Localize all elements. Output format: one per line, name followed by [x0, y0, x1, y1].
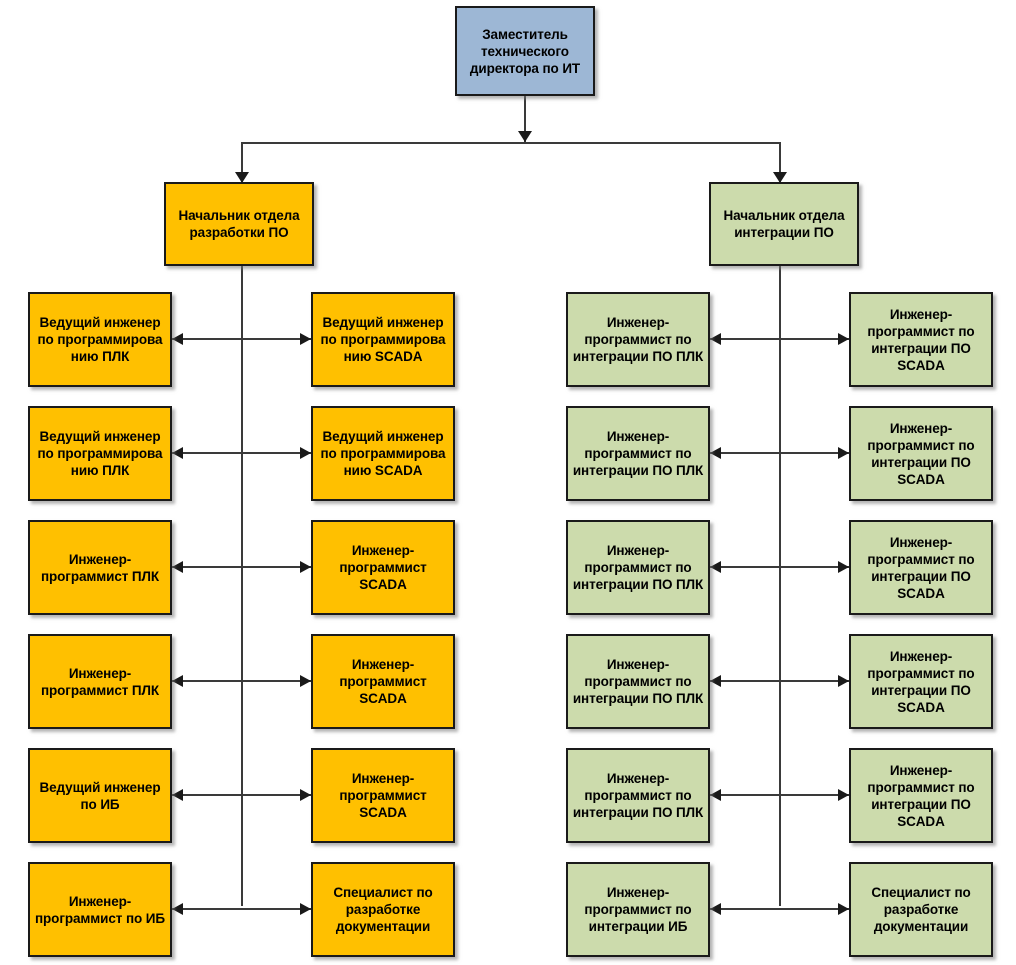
- connector-dev-row5: [172, 794, 311, 796]
- node-label: Инженер-программист по интеграции ПО SCA…: [867, 420, 975, 487]
- arrow-left-int-row2: [710, 447, 721, 459]
- node-label: Инженер-программист по интеграции ИБ: [584, 885, 692, 934]
- arrow-right-int-row4: [838, 675, 849, 687]
- arrow-down-right: [773, 172, 787, 183]
- connector-dev-row2: [172, 452, 311, 454]
- connector-drop-right: [779, 142, 781, 182]
- node-dev-row2-left[interactable]: Ведущий инженер по программирова нию ПЛК: [28, 406, 172, 501]
- node-label: Инженер-программист по интеграции ПО SCA…: [867, 648, 975, 715]
- arrow-left-int-row4: [710, 675, 721, 687]
- arrow-right-int-row1: [838, 333, 849, 345]
- node-label: Ведущий инженер по ИБ: [39, 779, 161, 812]
- spine-development: [241, 266, 243, 906]
- arrow-right-dev-row6: [300, 903, 311, 915]
- arrow-left-dev-row2: [172, 447, 183, 459]
- node-dev-row5-right[interactable]: Инженер-программист SCADA: [311, 748, 455, 843]
- arrow-left-int-row6: [710, 903, 721, 915]
- node-int-row5-right[interactable]: Инженер-программист по интеграции ПО SCA…: [849, 748, 993, 843]
- node-label: Специалист по разработке документации: [333, 885, 433, 934]
- node-label: Ведущий инженер по программирова нию ПЛК: [37, 315, 163, 364]
- arrow-left-dev-row1: [172, 333, 183, 345]
- node-int-row3-left[interactable]: Инженер-программист по интеграции ПО ПЛК: [566, 520, 710, 615]
- connector-dev-row3: [172, 566, 311, 568]
- arrow-right-dev-row2: [300, 447, 311, 459]
- arrow-left-dev-row4: [172, 675, 183, 687]
- connector-int-row5: [710, 794, 849, 796]
- node-label: Инженер-программист по интеграции ПО ПЛК: [572, 543, 704, 592]
- arrow-right-dev-row5: [300, 789, 311, 801]
- arrow-left-dev-row3: [172, 561, 183, 573]
- node-label: Инженер-программист по интеграции ПО SCA…: [867, 306, 975, 373]
- arrow-left-int-row5: [710, 789, 721, 801]
- node-dev-row6-left[interactable]: Инженер-программист по ИБ: [28, 862, 172, 957]
- node-label: Инженер-программист SCADA: [339, 657, 427, 706]
- arrow-right-dev-row4: [300, 675, 311, 687]
- node-deputy-technical-director[interactable]: Заместитель технического директора по ИТ: [455, 6, 595, 96]
- node-dev-row6-right[interactable]: Специалист по разработке документации: [311, 862, 455, 957]
- node-label: Инженер-программист по интеграции ПО ПЛК: [572, 771, 704, 820]
- arrow-left-dev-row5: [172, 789, 183, 801]
- arrow-left-int-row3: [710, 561, 721, 573]
- connector-dev-row4: [172, 680, 311, 682]
- node-label: Ведущий инженер по программирова нию ПЛК: [37, 429, 163, 478]
- node-int-row5-left[interactable]: Инженер-программист по интеграции ПО ПЛК: [566, 748, 710, 843]
- spine-integration: [779, 266, 781, 906]
- connector-dev-row6: [172, 908, 311, 910]
- node-label: Инженер-программист по интеграции ПО SCA…: [867, 534, 975, 601]
- node-label: Инженер-программист SCADA: [339, 543, 427, 592]
- node-label: Инженер-программист по интеграции ПО ПЛК: [572, 429, 704, 478]
- node-dev-row1-right[interactable]: Ведущий инженер по программирова нию SCA…: [311, 292, 455, 387]
- node-int-row1-left[interactable]: Инженер-программист по интеграции ПО ПЛК: [566, 292, 710, 387]
- node-label: Инженер-программист ПЛК: [40, 665, 160, 698]
- node-int-row6-right[interactable]: Специалист по разработке документации: [849, 862, 993, 957]
- node-dev-row3-left[interactable]: Инженер-программист ПЛК: [28, 520, 172, 615]
- node-label: Специалист по разработке документации: [871, 885, 971, 934]
- arrow-right-int-row2: [838, 447, 849, 459]
- arrow-down-center: [518, 131, 532, 142]
- connector-int-row6: [710, 908, 849, 910]
- node-head-development[interactable]: Начальник отдела разработки ПО: [164, 182, 314, 266]
- arrow-left-dev-row6: [172, 903, 183, 915]
- node-label: Ведущий инженер по программирова нию SCA…: [320, 429, 446, 478]
- connector-drop-left: [241, 142, 243, 182]
- node-int-row3-right[interactable]: Инженер-программист по интеграции ПО SCA…: [849, 520, 993, 615]
- node-label: Инженер-программист SCADA: [339, 771, 427, 820]
- node-label: Инженер-программист по интеграции ПО SCA…: [867, 762, 975, 829]
- node-dev-row4-right[interactable]: Инженер-программист SCADA: [311, 634, 455, 729]
- node-dev-row1-left[interactable]: Ведущий инженер по программирова нию ПЛК: [28, 292, 172, 387]
- node-dev-row2-right[interactable]: Ведущий инженер по программирова нию SCA…: [311, 406, 455, 501]
- node-dev-row3-right[interactable]: Инженер-программист SCADA: [311, 520, 455, 615]
- connector-top-stem: [524, 96, 526, 142]
- arrow-right-dev-row3: [300, 561, 311, 573]
- node-int-row1-right[interactable]: Инженер-программист по интеграции ПО SCA…: [849, 292, 993, 387]
- node-label: Инженер-программист ПЛК: [40, 551, 160, 584]
- node-int-row4-left[interactable]: Инженер-программист по интеграции ПО ПЛК: [566, 634, 710, 729]
- arrow-down-left: [235, 172, 249, 183]
- arrow-left-int-row1: [710, 333, 721, 345]
- node-label: Ведущий инженер по программирова нию SCA…: [320, 315, 446, 364]
- node-int-row2-left[interactable]: Инженер-программист по интеграции ПО ПЛК: [566, 406, 710, 501]
- node-label: Инженер-программист по интеграции ПО ПЛК: [572, 315, 704, 364]
- arrow-right-int-row5: [838, 789, 849, 801]
- connector-dev-row1: [172, 338, 311, 340]
- arrow-right-int-row6: [838, 903, 849, 915]
- connector-int-row1: [710, 338, 849, 340]
- node-head-integration[interactable]: Начальник отдела интеграции ПО: [709, 182, 859, 266]
- node-int-row4-right[interactable]: Инженер-программист по интеграции ПО SCA…: [849, 634, 993, 729]
- connector-int-row4: [710, 680, 849, 682]
- arrow-right-dev-row1: [300, 333, 311, 345]
- connector-int-row3: [710, 566, 849, 568]
- arrow-right-int-row3: [838, 561, 849, 573]
- node-label: Инженер-программист по интеграции ПО ПЛК: [572, 657, 704, 706]
- node-label: Начальник отдела разработки ПО: [178, 208, 300, 240]
- node-label: Начальник отдела интеграции ПО: [723, 208, 845, 240]
- node-dev-row4-left[interactable]: Инженер-программист ПЛК: [28, 634, 172, 729]
- node-label: Заместитель технического директора по ИТ: [469, 26, 581, 76]
- node-int-row6-left[interactable]: Инженер-программист по интеграции ИБ: [566, 862, 710, 957]
- node-int-row2-right[interactable]: Инженер-программист по интеграции ПО SCA…: [849, 406, 993, 501]
- connector-bus: [241, 142, 781, 144]
- node-label: Инженер-программист по ИБ: [34, 893, 166, 926]
- connector-int-row2: [710, 452, 849, 454]
- node-dev-row5-left[interactable]: Ведущий инженер по ИБ: [28, 748, 172, 843]
